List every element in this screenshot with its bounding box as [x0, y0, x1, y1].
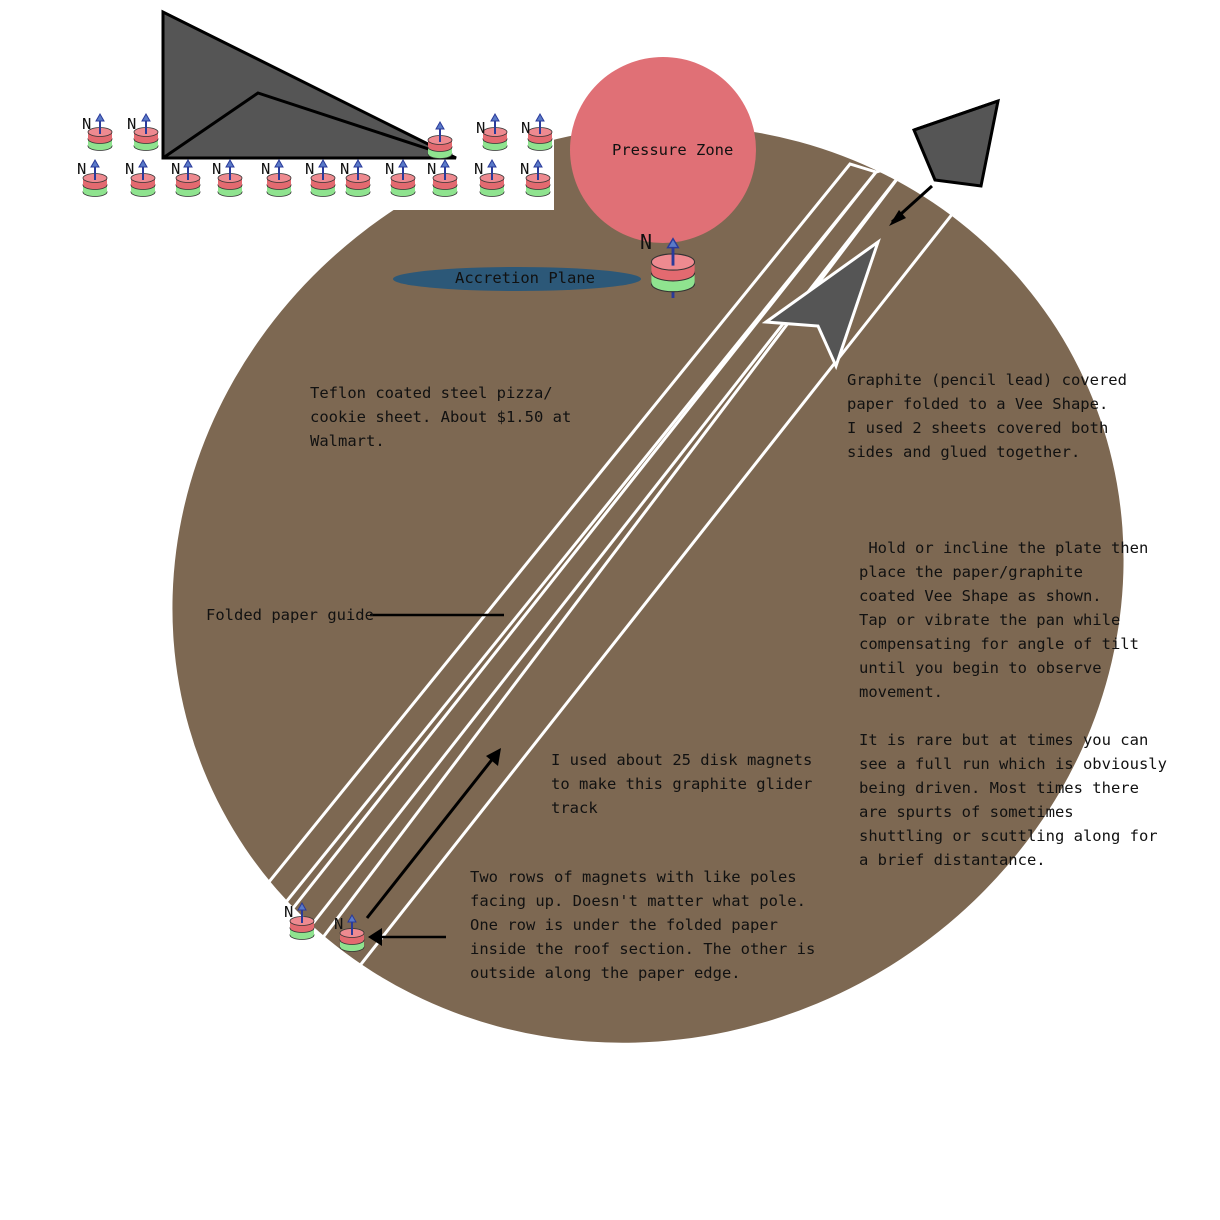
vee-glider-fold-line — [162, 91, 457, 160]
vee-glider-icon — [161, 9, 457, 160]
pan-description: Teflon coated steel pizza/ cookie sheet.… — [310, 384, 572, 450]
magnet-count-description: I used about 25 disk magnets to make thi… — [551, 751, 813, 817]
track-direction-arrowhead — [486, 748, 501, 766]
vee-glider-icon — [761, 238, 881, 371]
vee-glider-fold-line — [913, 99, 999, 132]
pole-label: N — [385, 160, 395, 178]
pizza-pan — [172, 125, 1124, 1043]
magnet-pointer-arrowhead — [368, 928, 382, 946]
instructions-text: Hold or incline the plate then place the… — [859, 539, 1167, 869]
pole-label: N — [640, 230, 653, 254]
track-direction-arrow — [365, 751, 500, 919]
pole-label: N — [476, 119, 486, 137]
pole-label: N — [284, 903, 294, 921]
pole-label: N — [474, 160, 484, 178]
folded-paper-guide-label: Folded paper guide — [206, 606, 374, 624]
pole-label: N — [82, 115, 92, 133]
accretion-plane-label: Accretion Plane — [455, 269, 595, 287]
pole-label: N — [521, 119, 531, 137]
pole-label: N — [125, 160, 135, 178]
accretion-plane-ellipse — [393, 267, 641, 291]
pole-label: N — [340, 160, 350, 178]
pole-label: N — [212, 160, 222, 178]
direction-arrowhead — [889, 210, 906, 226]
pole-label: N — [127, 115, 137, 133]
magnet-rows-description: Two rows of magnets with like poles faci… — [470, 868, 816, 982]
graphite-vee-description: Graphite (pencil lead) covered paper fol… — [847, 371, 1127, 461]
pole-label: N — [427, 160, 437, 178]
pole-label: N — [171, 160, 181, 178]
vee-glider-icon — [911, 98, 1000, 188]
pole-label: N — [261, 160, 271, 178]
pole-label: N — [305, 160, 315, 178]
disk-magnet-icon — [650, 237, 696, 298]
pole-label: N — [77, 160, 87, 178]
pressure-zone-circle — [570, 57, 756, 243]
pole-label: N — [520, 160, 530, 178]
pole-label: N — [334, 915, 344, 933]
pressure-zone-label: Pressure Zone — [612, 141, 734, 159]
